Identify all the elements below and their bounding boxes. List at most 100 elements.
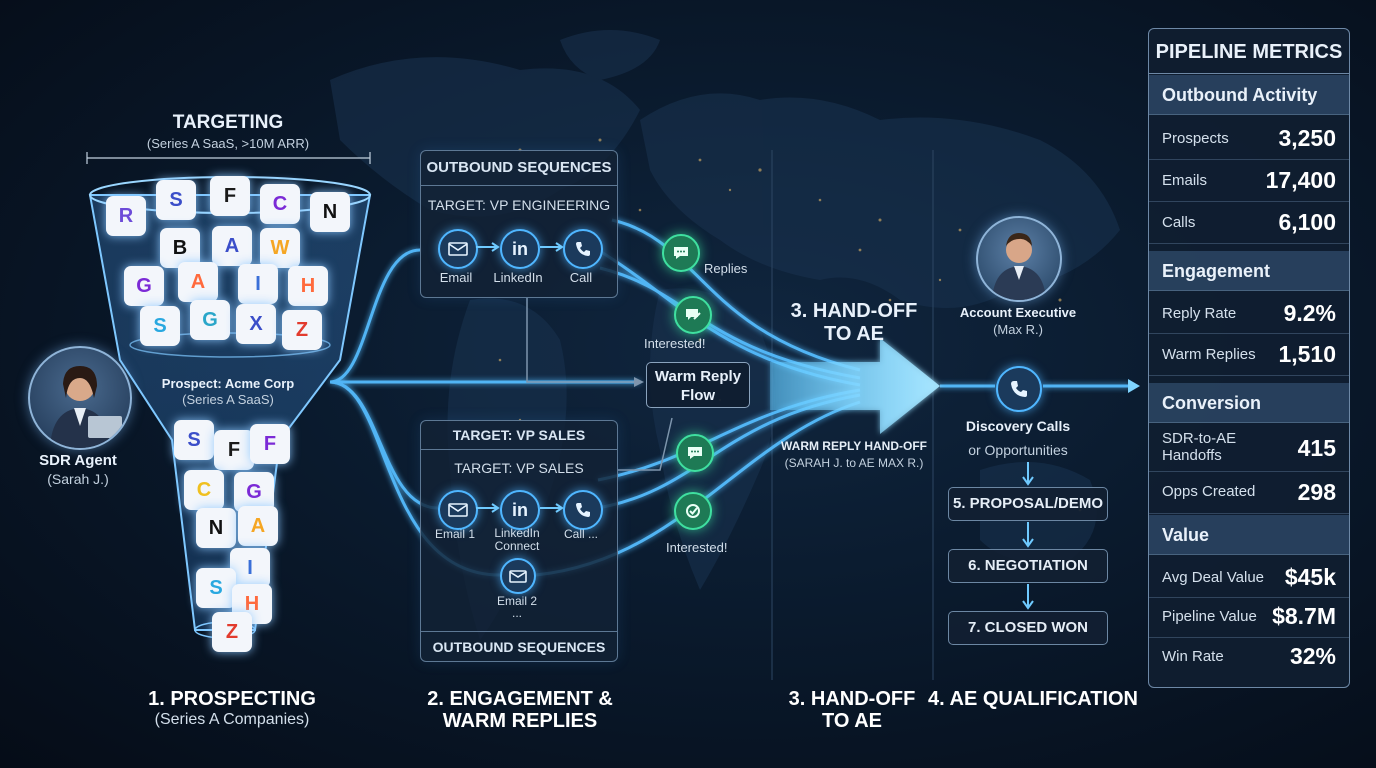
handoff-label: WARM REPLY HAND-OFF [780, 439, 927, 453]
company-logo-icon: H [288, 266, 328, 306]
targeting-subtitle: (Series A SaaS, >10M ARR) [146, 136, 310, 151]
warm-reply-line2: Flow [680, 387, 716, 404]
metric-value: 415 [1297, 435, 1336, 461]
company-logo-icon: N [310, 192, 350, 232]
interested-label-bottom: Interested! [666, 540, 728, 555]
metric-row: Opps Created 298 [1149, 471, 1349, 514]
metric-row: Avg Deal Value $45k [1149, 557, 1349, 598]
linkedin-icon[interactable]: in [500, 490, 540, 530]
metric-label: Pipeline Value [1162, 608, 1257, 625]
metrics-title: PIPELINE METRICS [1149, 29, 1349, 74]
metric-label: Prospects [1162, 130, 1229, 147]
sequence-header: TARGET: VP SALES [421, 421, 617, 450]
sequence-arrows-bottom [476, 503, 564, 513]
metric-row: Emails 17,400 [1149, 159, 1349, 202]
email-icon[interactable] [438, 229, 478, 269]
metric-label: Opps Created [1162, 483, 1256, 500]
metric-label: Calls [1162, 214, 1196, 231]
company-logo-icon: S [140, 306, 180, 346]
company-logo-icon: I [238, 264, 278, 304]
prospect-type: (Series A SaaS) [182, 392, 274, 407]
outbound-sequence-top: OUTBOUND SEQUENCES TARGET: VP ENGINEERIN… [420, 150, 618, 298]
company-logo-icon: C [260, 184, 300, 224]
stage-prospecting-title: 1. PROSPECTING [148, 688, 316, 710]
email-icon[interactable] [438, 490, 478, 530]
handoff-arrow-title-line1: 3. HAND-OFF [790, 300, 918, 322]
stage-qualification-title: 4. AE QUALIFICATION [928, 688, 1138, 710]
warm-reply-flow-box: Warm Reply Flow [646, 362, 750, 408]
stage-down-arrows [1022, 462, 1034, 610]
email-icon[interactable] [500, 558, 536, 594]
call-icon[interactable] [563, 229, 603, 269]
interested-icon [674, 492, 712, 530]
metric-row: SDR-to-AE Handoffs 415 [1149, 425, 1349, 472]
sequence-target: TARGET: VP SALES [454, 460, 584, 476]
pipeline-metrics-panel: PIPELINE METRICS Outbound Activity Prosp… [1148, 28, 1350, 688]
targeting-title: TARGETING [172, 112, 284, 133]
linkedin-icon[interactable]: in [500, 229, 540, 269]
company-logo-icon: A [238, 506, 278, 546]
linkedin-label-line1: LinkedIn [494, 526, 540, 540]
call-label: Call ... [563, 527, 598, 541]
metric-row: Warm Replies 1,510 [1149, 333, 1349, 376]
sequence-target: TARGET: VP ENGINEERING [427, 197, 611, 213]
call-icon[interactable] [563, 490, 603, 530]
handoff-sub: (SARAH J. to AE MAX R.) [784, 456, 924, 470]
metric-value: 1,510 [1278, 341, 1336, 367]
metric-value: 6,100 [1278, 209, 1336, 235]
stage-negotiation[interactable]: 6. NEGOTIATION [948, 549, 1108, 583]
metric-label: Reply Rate [1162, 305, 1237, 322]
handoff-arrow-title-line2: TO AE [823, 323, 884, 345]
linkedin-label: LinkedIn [493, 270, 543, 285]
reply-chat-icon [676, 434, 714, 472]
metric-value: 9.2% [1283, 300, 1336, 326]
stage-proposal-demo[interactable]: 5. PROPOSAL/DEMO [948, 487, 1108, 521]
sdr-name: SDR Agent [39, 452, 117, 469]
sequence-footer: OUTBOUND SEQUENCES [421, 631, 617, 662]
company-logo-icon: S [174, 420, 214, 460]
stage-closed-won[interactable]: 7. CLOSED WON [948, 611, 1108, 645]
company-logo-icon: F [214, 430, 254, 470]
sequence-header: OUTBOUND SEQUENCES [421, 151, 617, 186]
metric-label: SDR-to-AE Handoffs [1162, 430, 1236, 464]
metric-label: Warm Replies [1162, 346, 1256, 363]
metric-row: Win Rate 32% [1149, 637, 1349, 679]
metrics-section-engagement: Engagement [1149, 251, 1349, 291]
metric-value: $8.7M [1272, 603, 1336, 629]
company-logo-icon: A [212, 226, 252, 266]
metric-label-line2: Handoffs [1162, 447, 1222, 464]
handoff-arrow-title: 3. HAND-OFF TO AE [772, 300, 936, 346]
company-logo-icon: G [234, 472, 274, 512]
metric-label: Emails [1162, 172, 1208, 189]
metrics-section-conversion: Conversion [1149, 383, 1349, 423]
company-logo-icon: R [106, 196, 146, 236]
company-logo-icon: W [260, 228, 300, 268]
company-logo-icon: F [250, 424, 290, 464]
linkedin-label: LinkedIn Connect [486, 527, 548, 553]
reply-chat-icon [662, 234, 700, 272]
company-logo-icon: I [230, 548, 270, 588]
sequence-arrows-top [476, 242, 564, 252]
metric-value: 17,400 [1265, 167, 1336, 193]
company-logo-icon: A [178, 262, 218, 302]
sdr-avatar [28, 346, 132, 450]
company-logo-icon: F [210, 176, 250, 216]
metric-row: Calls 6,100 [1149, 201, 1349, 244]
discovery-call-icon[interactable] [996, 366, 1042, 412]
replies-label: Replies [704, 261, 748, 276]
stage-handoff-line2: TO AE [821, 710, 882, 732]
interested-label-top: Interested! [644, 336, 706, 351]
company-logo-icon: Z [212, 612, 252, 652]
stage-handoff-line1: 3. HAND-OFF [788, 688, 916, 710]
sdr-person: (Sarah J.) [47, 471, 109, 487]
stage-engagement-line1: 2. ENGAGEMENT & [427, 688, 613, 710]
company-logo-icon: N [196, 508, 236, 548]
company-logo-icon: S [196, 568, 236, 608]
email2-ellipsis: ... [511, 606, 522, 620]
outbound-sequence-bottom: TARGET: VP SALES TARGET: VP SALES OUTBOU… [420, 420, 618, 662]
company-logo-icon: S [156, 180, 196, 220]
ae-avatar [976, 216, 1062, 302]
metrics-section-outbound: Outbound Activity [1149, 75, 1349, 115]
targeting-bracket [86, 152, 371, 164]
